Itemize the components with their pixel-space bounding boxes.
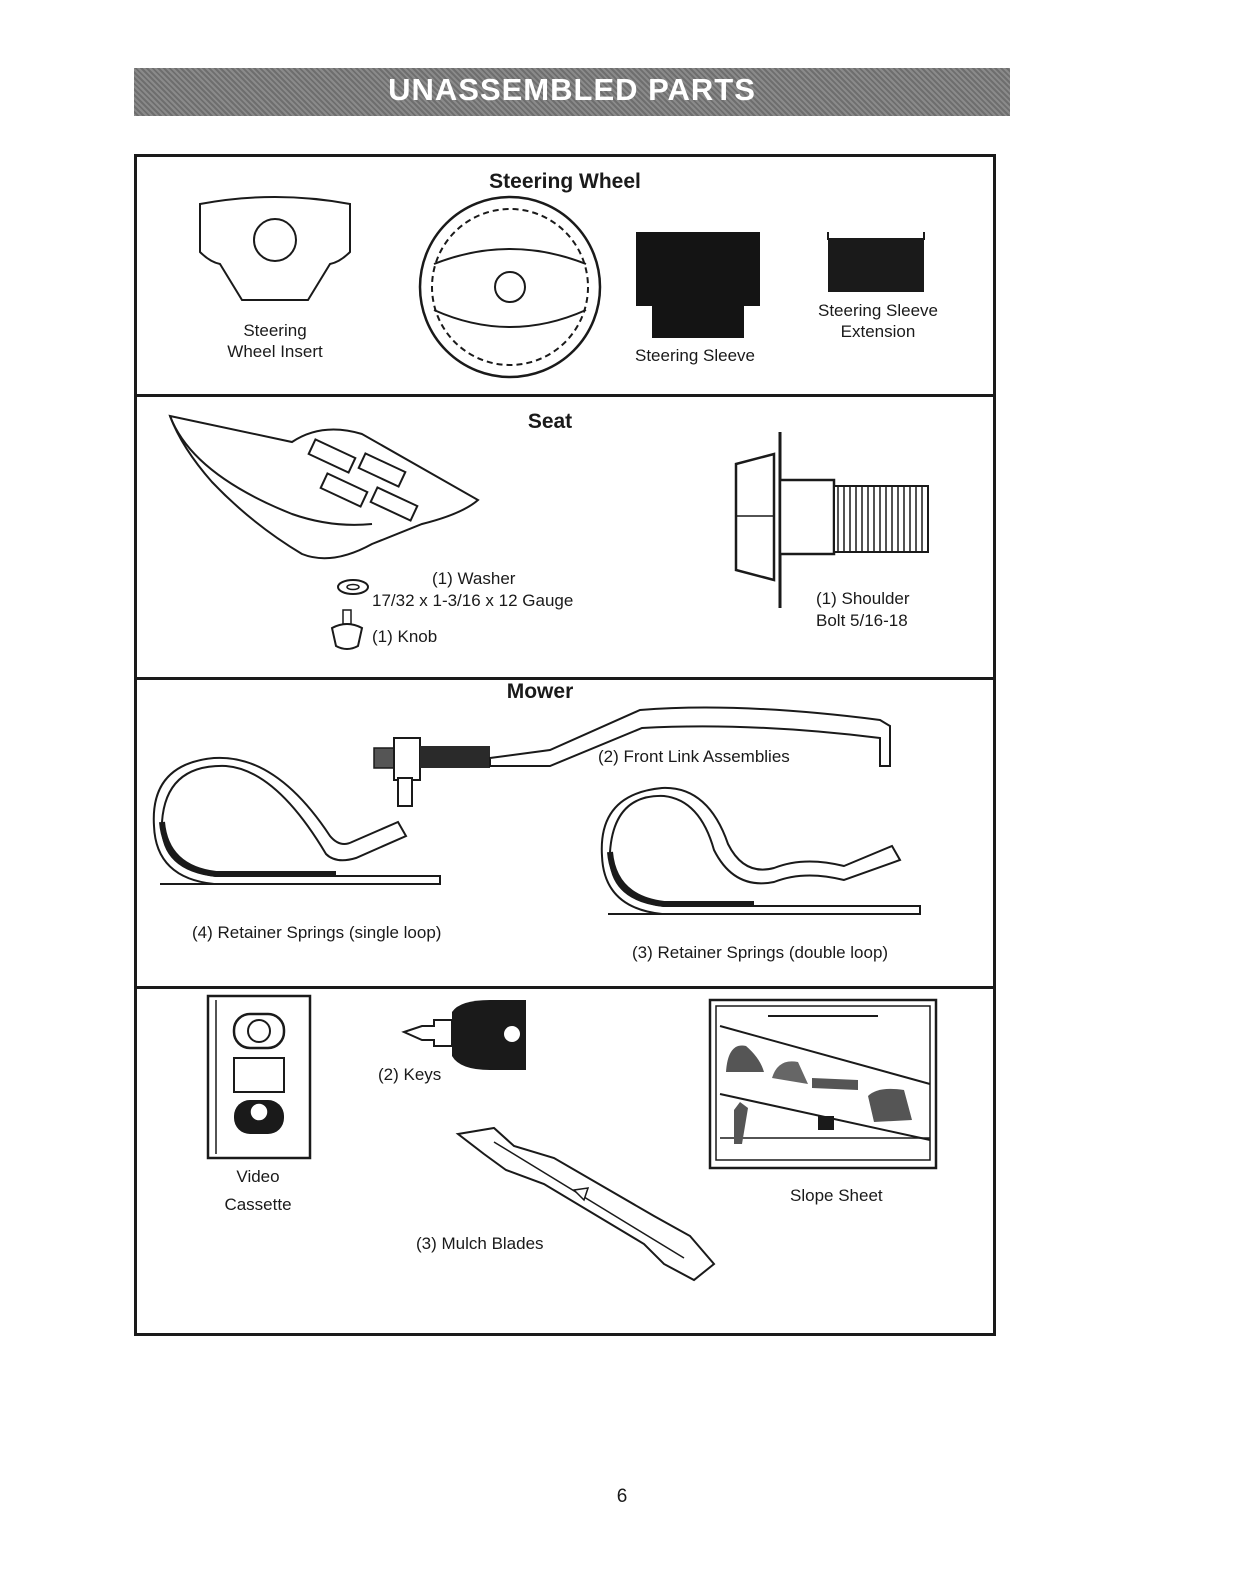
retainer-spring-single-icon <box>152 756 441 885</box>
retainer-spring-double-icon <box>600 786 921 915</box>
front-link-assembly-icon <box>373 706 891 807</box>
steering-wheel-icon <box>418 195 602 379</box>
video-cassette-icon <box>206 994 312 1160</box>
video-cassette-label-1: Video <box>236 1167 280 1186</box>
seat-section-title: Seat <box>527 410 573 433</box>
front-link-label: (2) Front Link Assemblies <box>598 747 790 766</box>
slope-sheet-label: Slope Sheet <box>790 1186 883 1205</box>
page-title: UNASSEMBLED PARTS <box>388 72 756 107</box>
double-loop-label: (3) Retainer Springs (double loop) <box>632 943 889 962</box>
keys-label: (2) Keys <box>378 1065 442 1084</box>
parts-frame <box>134 154 996 1336</box>
steering-insert-label-2: Wheel Insert <box>227 342 323 361</box>
steering-section-title: Steering Wheel <box>489 170 641 193</box>
seat-icon <box>168 414 480 560</box>
steering-sleeve-extension-icon <box>827 232 925 292</box>
slope-sheet-icon <box>708 998 938 1170</box>
shoulder-bolt-icon <box>734 432 929 608</box>
single-loop-label: (4) Retainer Springs (single loop) <box>192 923 442 942</box>
steering-sleeve-icon <box>636 232 760 338</box>
mulch-blades-label: (3) Mulch Blades <box>416 1234 544 1253</box>
mulch-blade-icon <box>455 1126 716 1282</box>
knob-icon <box>330 609 364 650</box>
divider-steering-seat <box>134 394 996 397</box>
key-icon <box>401 1000 526 1070</box>
shoulder-bolt-label-1: (1) Shoulder <box>816 589 910 608</box>
page-number: 6 <box>616 1486 628 1507</box>
mower-section-title: Mower <box>506 680 574 703</box>
video-cassette-label-2: Cassette <box>224 1195 292 1214</box>
shoulder-bolt-label-2: Bolt 5/16-18 <box>816 611 908 630</box>
washer-icon <box>337 579 369 595</box>
divider-seat-mower <box>134 677 996 680</box>
steering-insert-label-1: Steering <box>243 321 307 340</box>
section-banner: UNASSEMBLED PARTS <box>134 68 1010 116</box>
washer-label-2: 17/32 x 1-3/16 x 12 Gauge <box>372 591 574 610</box>
steering-wheel-insert-icon <box>199 196 351 301</box>
steering-extension-label-2: Extension <box>840 322 916 341</box>
divider-mower-misc <box>134 986 996 989</box>
steering-extension-label-1: Steering Sleeve <box>817 301 939 320</box>
knob-label: (1) Knob <box>372 627 438 646</box>
washer-label-1: (1) Washer <box>432 569 516 588</box>
steering-sleeve-label: Steering Sleeve <box>634 346 756 365</box>
